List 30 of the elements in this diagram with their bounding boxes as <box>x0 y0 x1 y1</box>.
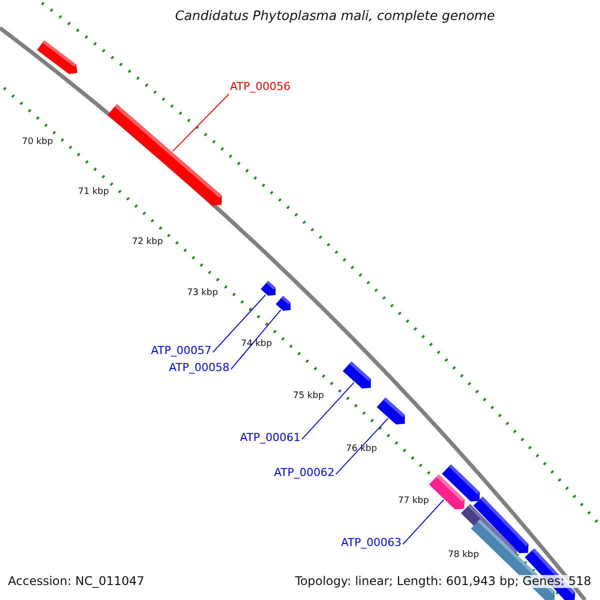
leader-line <box>336 418 388 475</box>
scale-label: 78 kbp <box>448 551 479 561</box>
gene-label: ATP_00063 <box>341 537 402 550</box>
leader-line <box>212 294 266 353</box>
gene-label: ATP_00057 <box>151 345 212 358</box>
scale-label: 77 kbp <box>398 497 429 507</box>
gene-label: ATP_00062 <box>274 467 335 480</box>
gene-arrow <box>276 296 291 311</box>
leader-line <box>230 309 282 370</box>
gene-label: ATP_00056 <box>230 81 291 94</box>
scale-label: 73 kbp <box>187 289 218 299</box>
gene-arrow <box>342 361 371 389</box>
gene-arrow <box>376 397 405 425</box>
leader-line <box>172 94 230 152</box>
summary-text: Topology: linear; Length: 601,943 bp; Genes: 518 <box>295 575 592 588</box>
scale-label: 72 kbp <box>132 238 163 248</box>
gene-label: ATP_00058 <box>169 362 230 374</box>
scale-label: 76 kbp <box>346 445 377 455</box>
gene-arrow <box>260 280 276 296</box>
scale-label: 71 kbp <box>78 188 109 198</box>
gene-arrow <box>429 474 465 510</box>
title: Candidatus Phytoplasma mali, complete genome <box>175 9 495 24</box>
accession-text: Accession: NC_011047 <box>8 575 144 588</box>
gene-label: ATP_00061 <box>240 432 301 444</box>
leader-line <box>302 382 354 440</box>
gene-arrow <box>108 104 222 206</box>
scale-label: 74 kbp <box>241 340 272 350</box>
scale-label: 70 kbp <box>22 138 53 148</box>
leader-line <box>402 499 444 545</box>
scale-label: 75 kbp <box>293 392 324 402</box>
